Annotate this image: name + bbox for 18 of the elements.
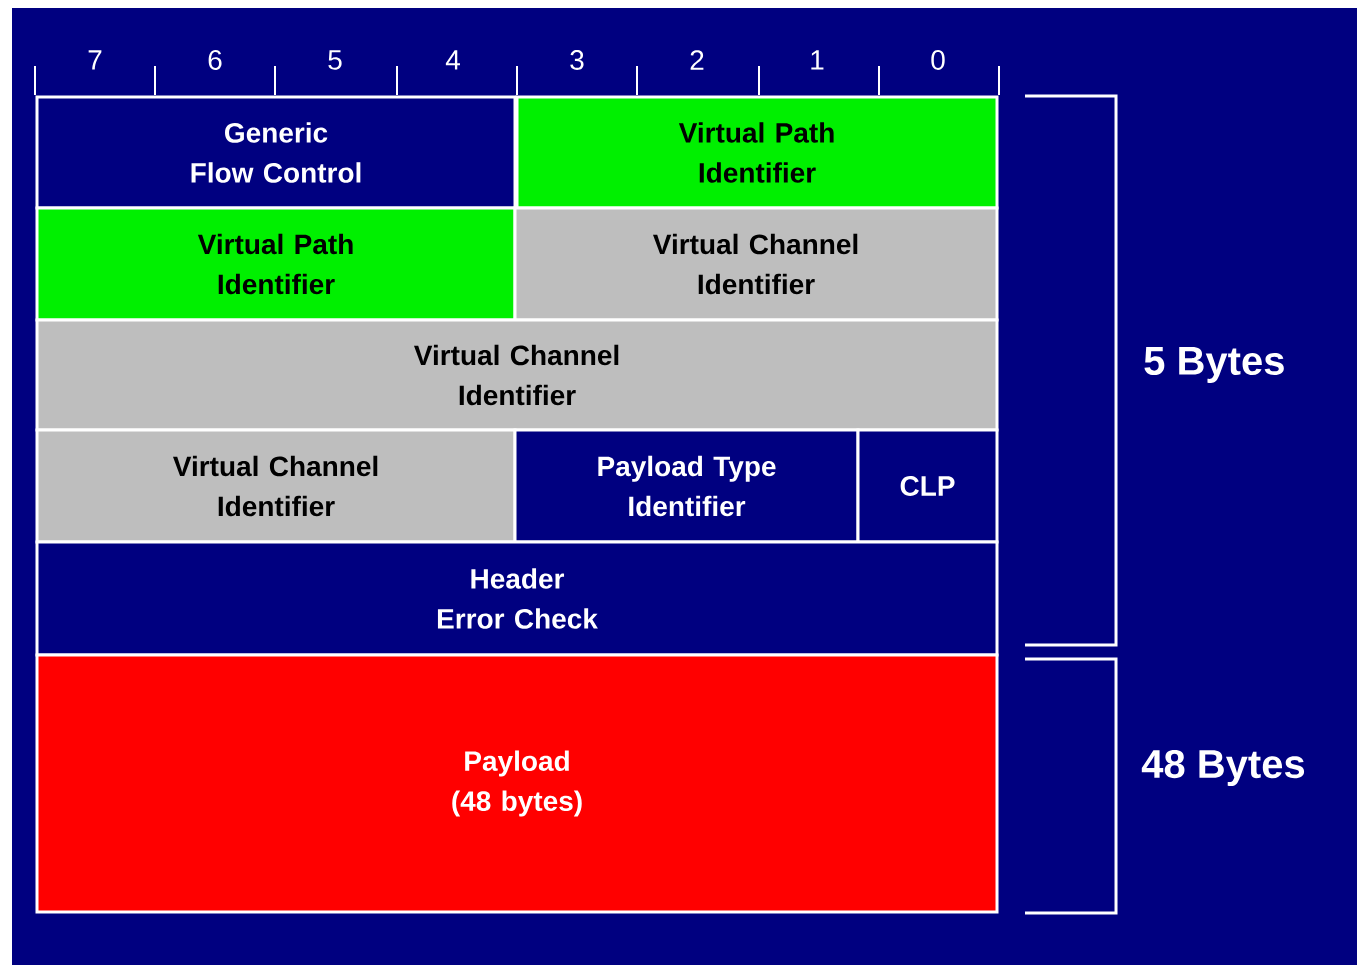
bit-number: 4 (445, 50, 460, 70)
field-cell: Virtual Path Identifier (515, 95, 999, 210)
field-cell: Virtual Path Identifier (35, 206, 517, 322)
size-label: 48 Bytes (1141, 749, 1305, 787)
field-cell: Virtual Channel Identifier (35, 318, 999, 432)
field-cell: Payload (48 bytes) (35, 653, 999, 914)
bit-number: 5 (328, 50, 342, 70)
bit-number: 3 (570, 50, 584, 70)
bit-number: 2 (690, 50, 704, 70)
bit-number: 1 (811, 50, 824, 70)
field-cell: CLP (856, 428, 999, 544)
size-label: 5 Bytes (1144, 347, 1284, 383)
bit-number: 0 (931, 50, 945, 70)
bit-number: 6 (208, 50, 222, 70)
field-cell: Virtual Channel Identifier (35, 428, 517, 544)
field-cell: Generic Flow Control (35, 95, 517, 210)
bit-number: 7 (88, 50, 102, 70)
field-cell: Virtual Channel Identifier (513, 206, 999, 322)
